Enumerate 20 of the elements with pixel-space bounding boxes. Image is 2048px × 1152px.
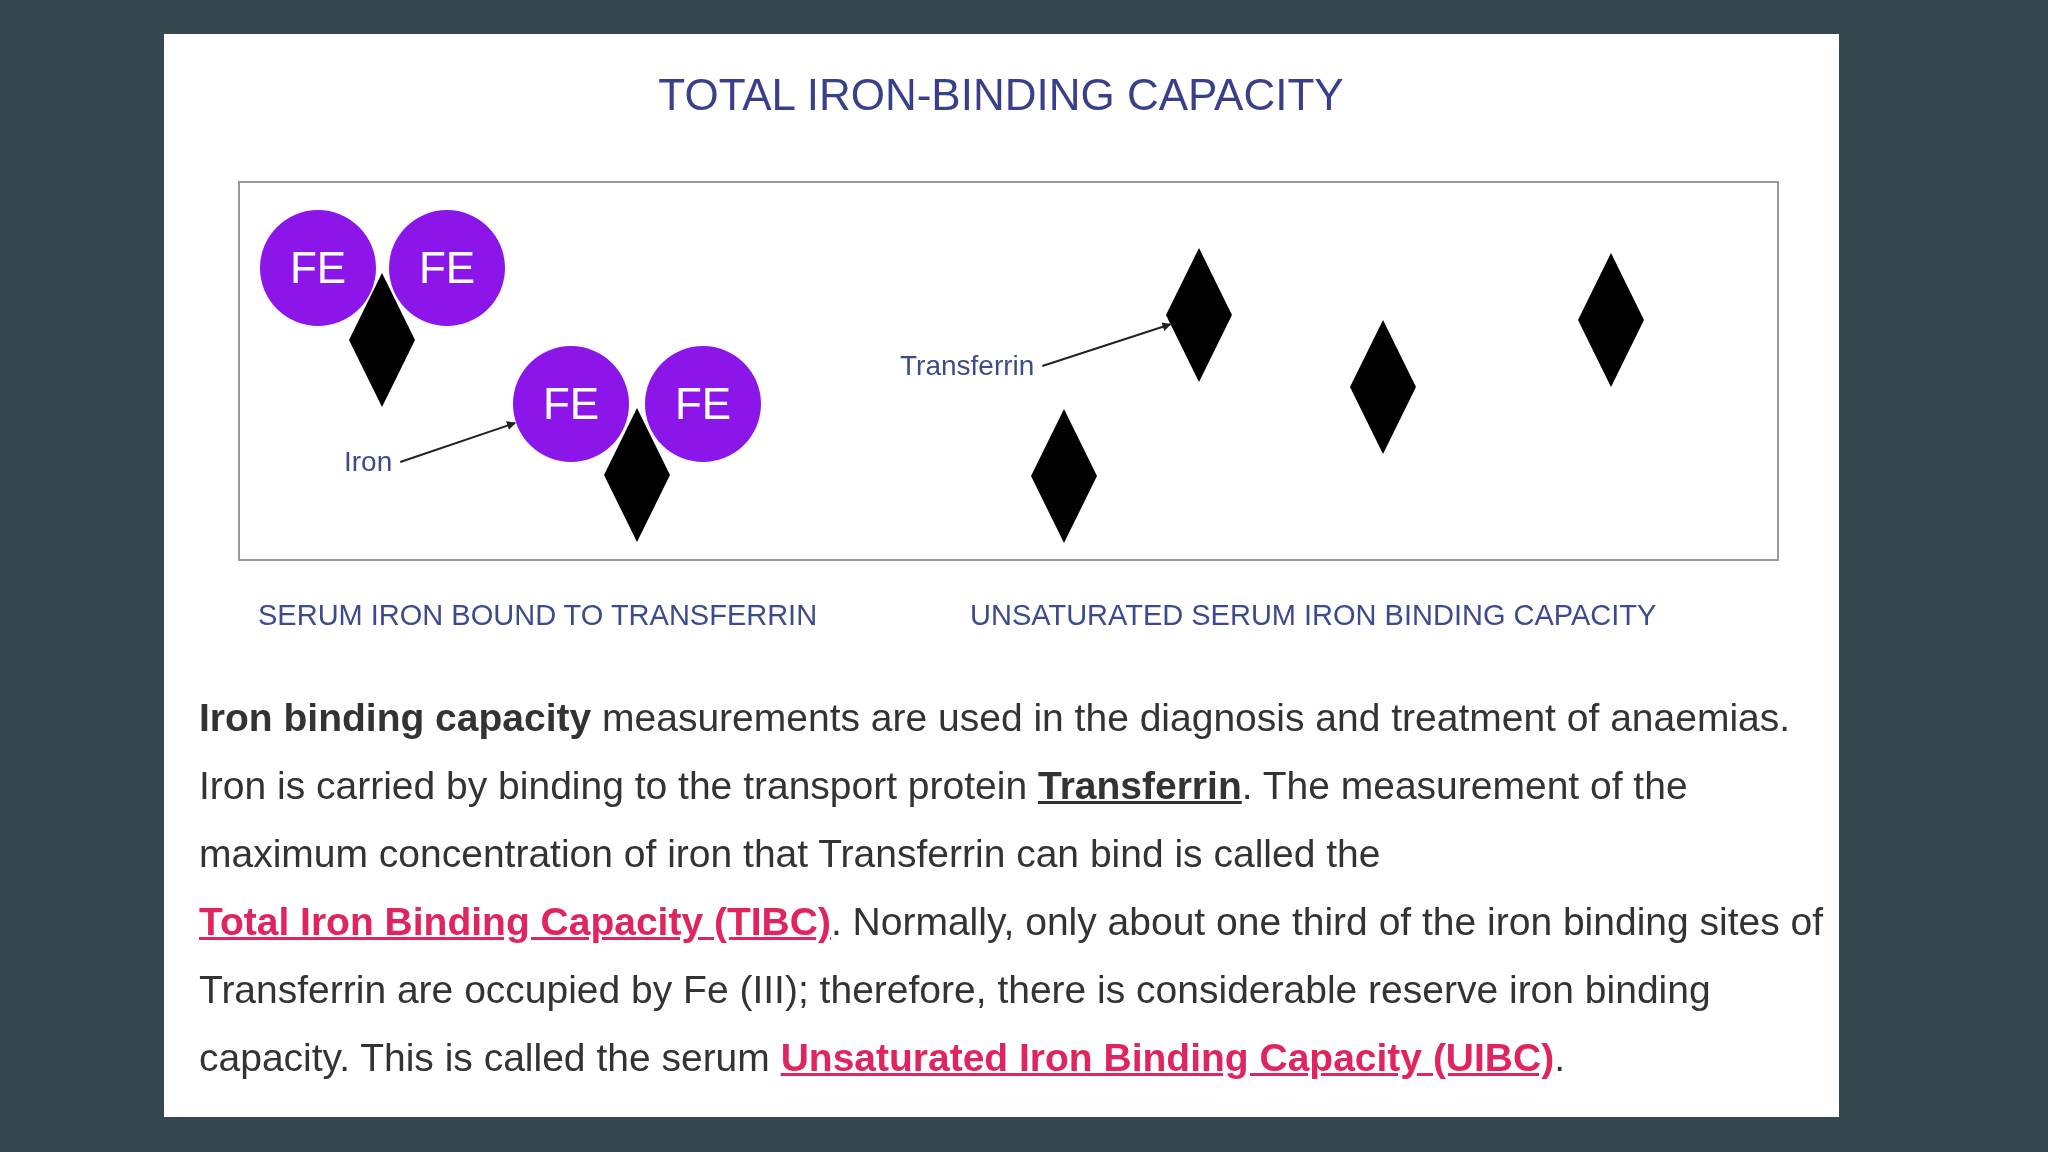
transferrin-diamond bbox=[1578, 253, 1644, 387]
transferrin-diamond bbox=[1031, 409, 1097, 543]
callout-label: Iron bbox=[344, 446, 393, 478]
transferrin-diamond bbox=[349, 273, 415, 407]
iron-circle: FE bbox=[645, 346, 761, 462]
iron-circle: FE bbox=[389, 210, 505, 326]
iron-circle: FE bbox=[260, 210, 376, 326]
caption: SERUM IRON BOUND TO TRANSFERRIN bbox=[258, 599, 818, 632]
leader-arrow bbox=[399, 421, 517, 463]
link: Unsaturated Iron Binding Capacity (UIBC) bbox=[780, 1036, 1555, 1079]
transferrin-diamond bbox=[1350, 320, 1416, 454]
callout-label: Transferrin bbox=[900, 350, 1035, 382]
title: TOTAL IRON-BINDING CAPACITY bbox=[658, 70, 1344, 120]
transferrin-diamond bbox=[1166, 248, 1232, 382]
link: Total Iron Binding Capacity (TIBC) bbox=[199, 900, 831, 943]
iron-circle: FE bbox=[513, 346, 629, 462]
paragraph: Iron binding capacity measurements are used in the diagnosis and treatment of anaemias. Iron is carried by binding to the transport protein Transferrin. The measurement of the maximum concentration of iron that Transferrin can bind is called the Total Iron Binding Capacity (TIBC). Normally, only about one third of the iron binding sites of Transferrin are occupied by Fe (III); therefore, there is considerable reserve iron binding capacity. This is called the serum Unsaturated Iron Binding Capacity (UIBC). bbox=[199, 695, 1824, 1081]
leader-arrow bbox=[1041, 322, 1172, 367]
caption: UNSATURATED SERUM IRON BINDING CAPACITY bbox=[970, 599, 1657, 632]
transferrin-diamond bbox=[604, 408, 670, 542]
